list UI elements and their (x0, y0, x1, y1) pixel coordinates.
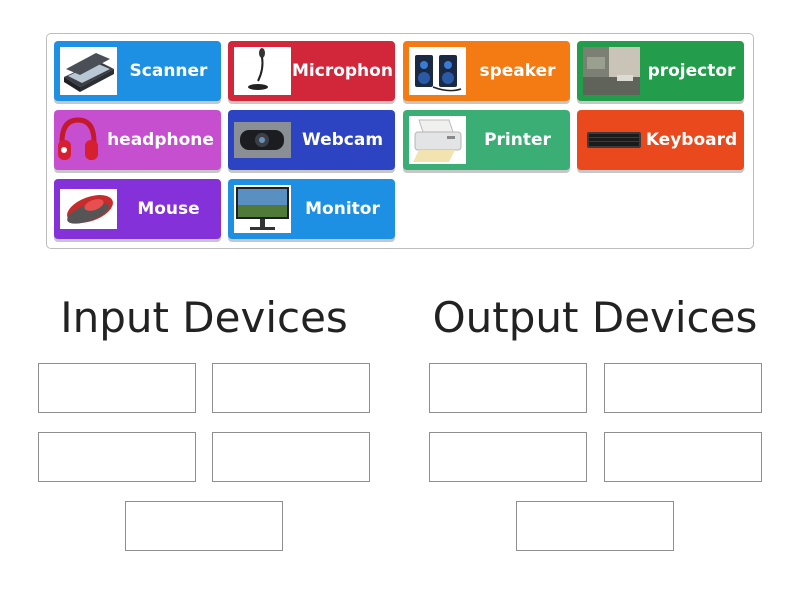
input-drop-slot[interactable] (212, 432, 370, 482)
speaker-icon (409, 47, 466, 95)
tile-tray: Scanner Microphone spe (46, 33, 754, 249)
tile-projector[interactable]: projector (577, 41, 744, 101)
tile-mouse[interactable]: Mouse (54, 179, 221, 239)
monitor-icon (234, 185, 291, 233)
keyboard-icon (587, 130, 644, 150)
input-drop-slot[interactable] (38, 363, 196, 413)
tile-printer[interactable]: Printer (403, 110, 570, 170)
tile-speaker[interactable]: speaker (403, 41, 570, 101)
tile-label: projector (647, 61, 736, 81)
input-drop-slot[interactable] (125, 501, 283, 551)
tile-label: Scanner (129, 61, 208, 81)
tile-label: Monitor (305, 199, 380, 219)
tile-label: headphone (107, 130, 214, 150)
scanner-icon (60, 47, 117, 95)
output-drop-slot[interactable] (604, 432, 762, 482)
tile-label: Microphone (292, 61, 393, 81)
tile-label: Mouse (137, 199, 200, 219)
microphone-icon (234, 47, 291, 95)
tile-headphone[interactable]: headphone (54, 110, 221, 170)
tile-label: Webcam (301, 130, 384, 150)
headphone-icon (56, 116, 100, 164)
tile-label: Keyboard (645, 130, 738, 150)
webcam-icon (234, 122, 291, 158)
tile-monitor[interactable]: Monitor (228, 179, 395, 239)
tile-scanner[interactable]: Scanner (54, 41, 221, 101)
projector-icon (583, 47, 640, 95)
output-drop-slot[interactable] (429, 432, 587, 482)
tile-label: Printer (484, 130, 551, 150)
input-devices-heading: Input Devices (60, 293, 348, 342)
tile-microphone[interactable]: Microphone (228, 41, 395, 101)
mouse-icon (60, 189, 117, 229)
output-drop-slot[interactable] (429, 363, 587, 413)
printer-icon (409, 116, 466, 164)
input-drop-slot[interactable] (38, 432, 196, 482)
tile-label: speaker (479, 61, 556, 81)
tile-webcam[interactable]: Webcam (228, 110, 395, 170)
input-drop-slot[interactable] (212, 363, 370, 413)
tile-keyboard[interactable]: Keyboard (577, 110, 744, 170)
output-devices-heading: Output Devices (432, 293, 758, 342)
output-drop-slot[interactable] (516, 501, 674, 551)
output-drop-slot[interactable] (604, 363, 762, 413)
